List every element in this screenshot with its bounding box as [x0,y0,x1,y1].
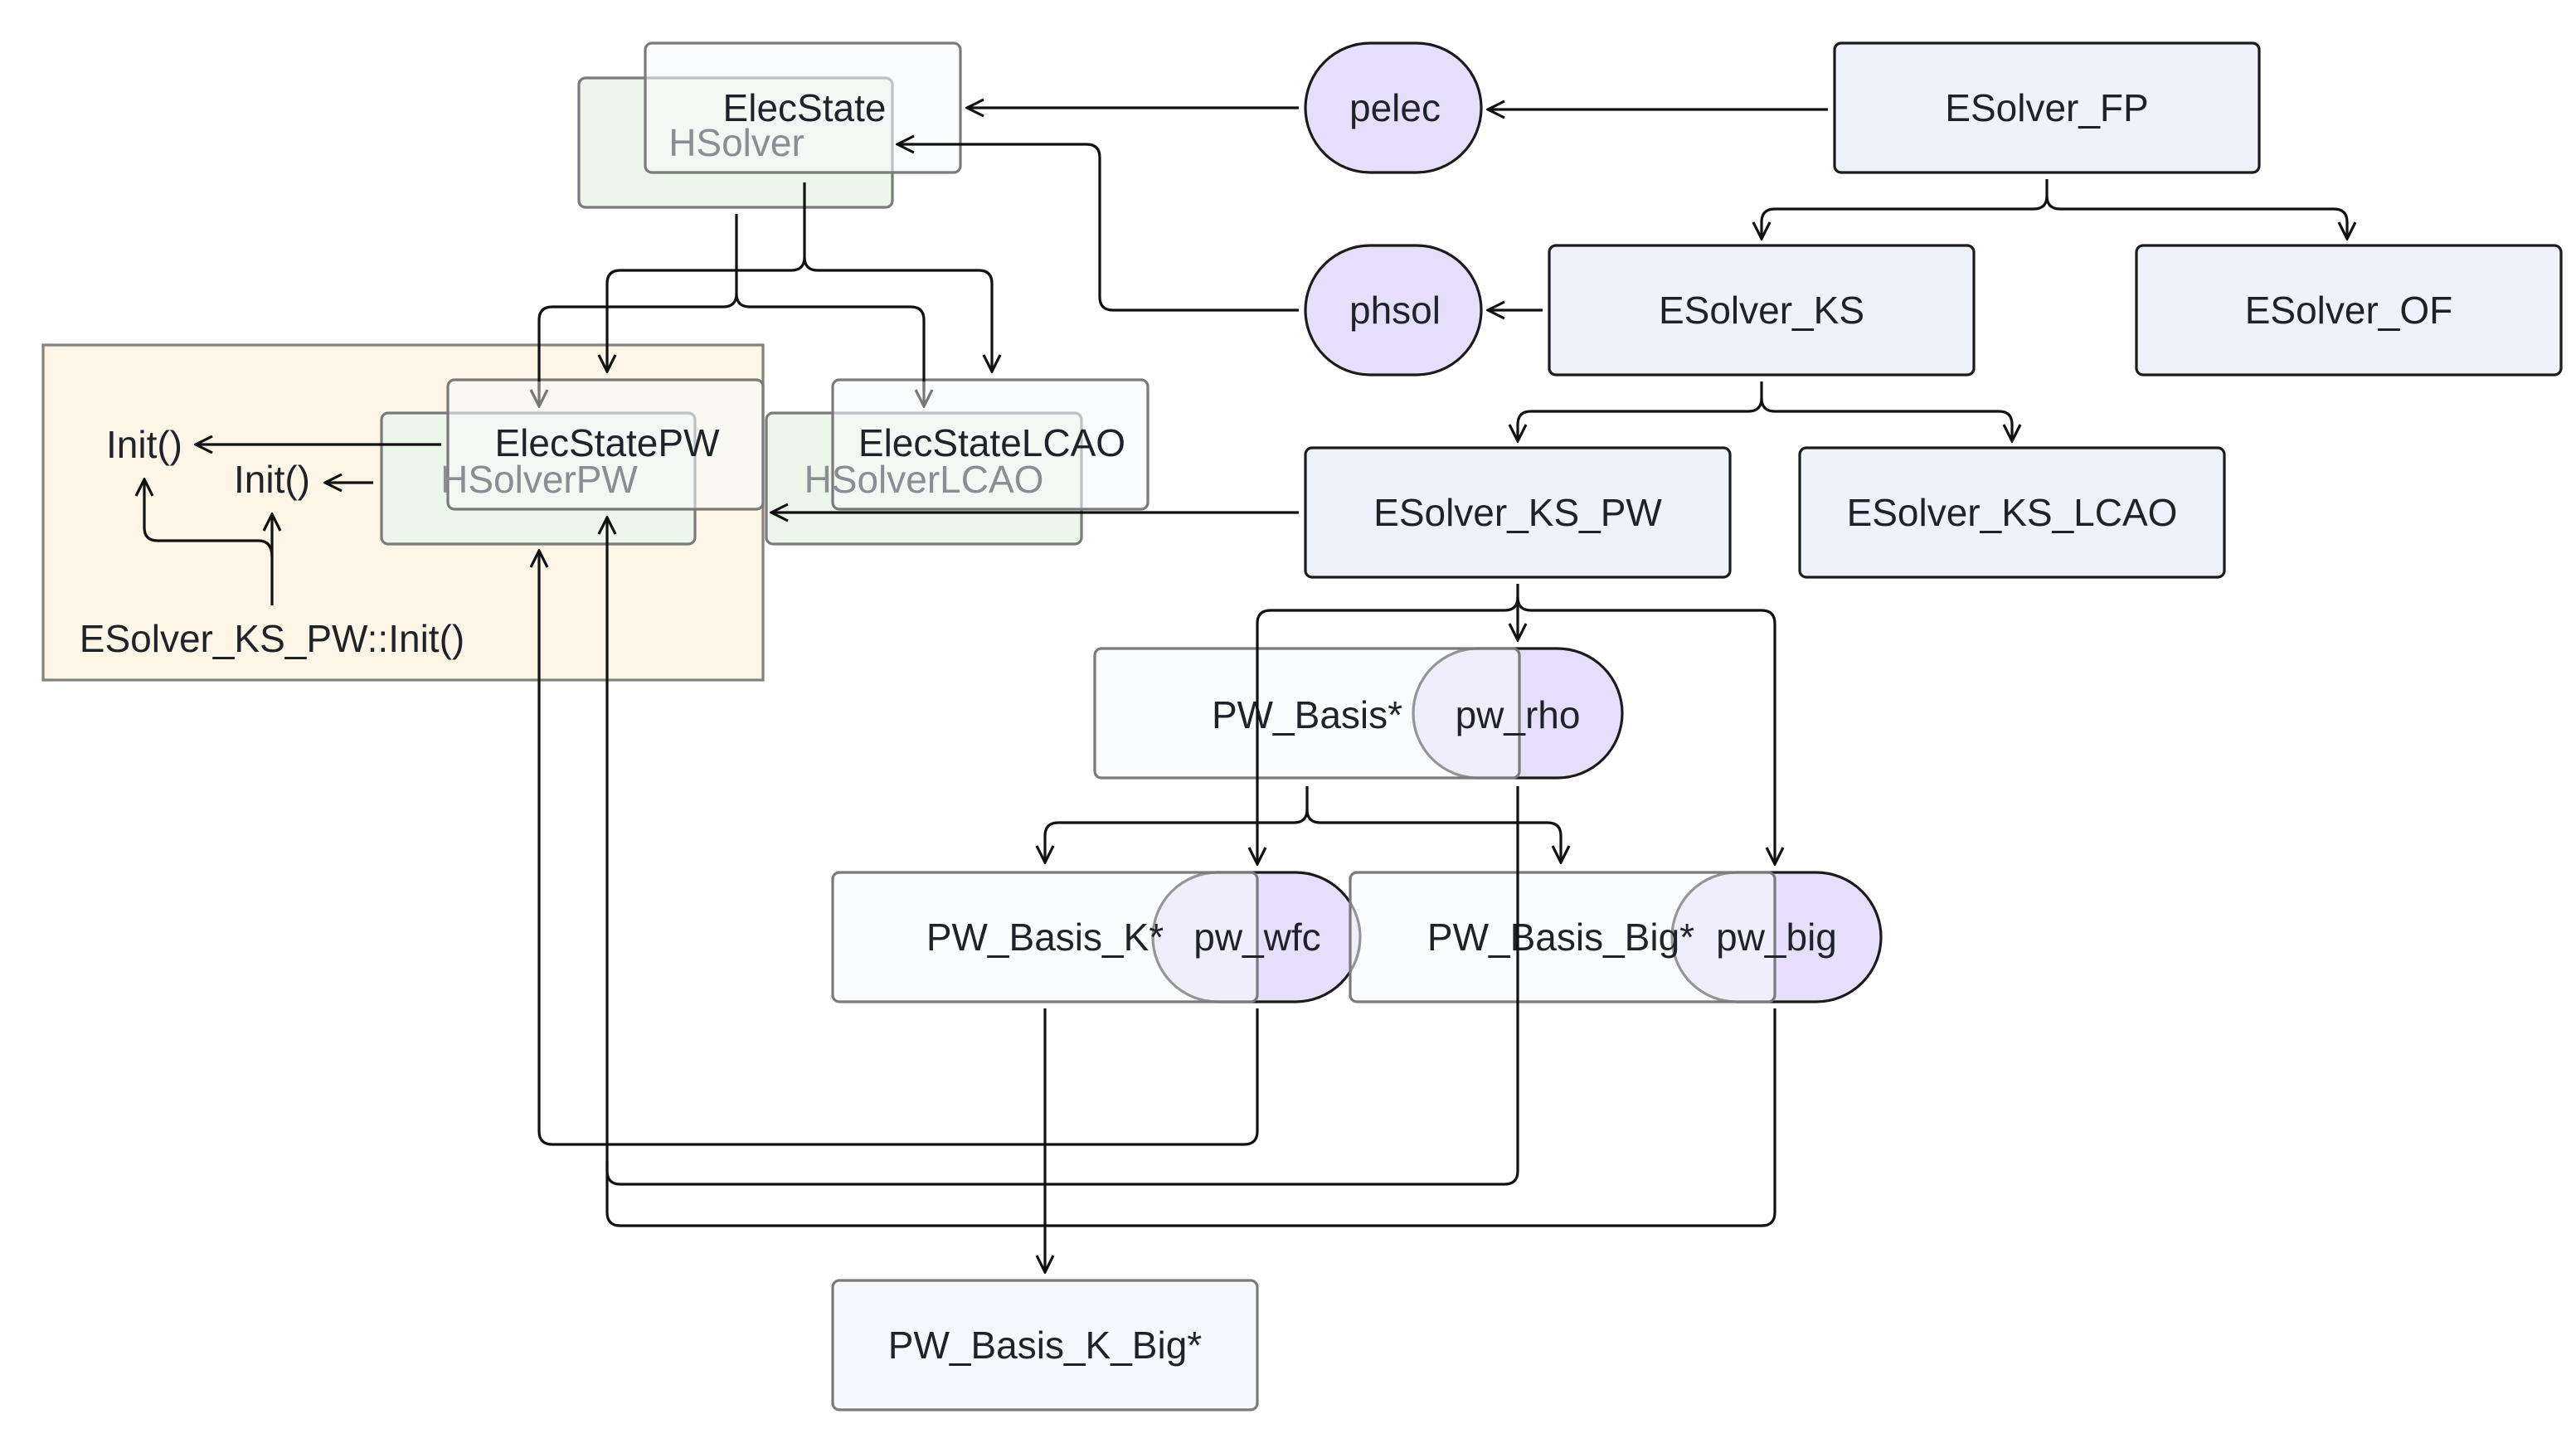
pw-basis-k-label: PW_Basis_K* [926,916,1164,959]
node-esolver-ks-pw[interactable]: ESolver_KS_PW [1304,446,1732,579]
edge-hsolver-lcao [735,293,926,391]
edge-fp-of [2045,195,2347,239]
edge-elecstate-lcao [803,256,992,372]
phsol-label: phsol [1349,289,1441,332]
node-elecstate[interactable] [644,41,962,174]
pw-basis-k-big-label: PW_Basis_K_Big* [888,1324,1202,1367]
pw-rho-label: pw_rho [1456,693,1581,736]
esolver-ks-pw-label: ESolver_KS_PW [1373,491,1662,534]
node-esolver-ks[interactable]: ESolver_KS [1548,244,1976,377]
node-esolver-of[interactable]: ESolver_OF [2135,244,2563,377]
esolver-ks-lcao-label: ESolver_KS_LCAO [1847,491,2178,534]
edges [144,108,2347,1272]
node-pw-basis-k[interactable] [831,871,1259,1003]
esolver-of-label: ESolver_OF [2245,289,2453,332]
pw-basis-label: PW_Basis* [1212,693,1402,736]
esolver-ks-pw-init-label: ESolver_KS_PW::Init() [80,617,464,660]
pelec-label: pelec [1349,86,1441,129]
edge-pwwfc-hsolverpw [539,551,1259,1146]
edge-caller-init-outer [144,479,274,558]
edge-hsolver-pw [537,214,738,391]
node-esolver-fp[interactable]: ESolver_FP [1833,41,2261,174]
node-pelec[interactable]: pelec [1304,41,1483,174]
node-elecstate-lcao[interactable] [831,378,1149,511]
edge-kspw-pwbig [1516,596,1775,864]
hsolver-pw-label: HSolverPW [440,458,638,501]
hsolver-label: HSolver [668,121,804,164]
node-pw-basis-big[interactable] [1349,871,1776,1003]
node-phsol[interactable]: phsol [1304,244,1483,377]
edge-phsol-hsolver [897,144,1299,312]
init-inner-label: Init() [234,458,310,501]
edge-pwbasis-big [1305,809,1561,862]
node-pw-basis[interactable] [1093,647,1521,780]
edge-kspw-pwwfc [1257,596,1519,864]
elecstate-lcao-label: ElecStateLCAO [858,421,1125,464]
edge-fp-ks [1762,179,2049,239]
elecstate-label: ElecState [723,86,887,129]
node-esolver-ks-lcao[interactable]: ESolver_KS_LCAO [1798,446,2226,579]
node-pw-basis-k-big[interactable]: PW_Basis_K_Big* [831,1279,1259,1411]
node-elecstate-pw[interactable] [446,378,765,511]
edge-ks-kslcao [1760,397,2012,441]
elecstate-pw-label: ElecStatePW [495,421,721,464]
edge-ks-kspw [1518,381,1763,441]
pw-wfc-label: pw_wfc [1193,916,1320,959]
edge-pwbasis-k [1045,786,1309,862]
esolver-ks-label: ESolver_KS [1659,289,1864,332]
esolver-fp-label: ESolver_FP [1945,86,2148,129]
edge-elecstate-pw [607,182,806,372]
pw-big-label: pw_big [1716,916,1837,959]
init-outer-label: Init() [106,423,182,466]
pw-basis-big-label: PW_Basis_Big* [1427,916,1694,959]
hsolver-lcao-label: HSolverLCAO [804,458,1044,501]
edge-pwbig-hsolverpw [605,1008,1776,1227]
